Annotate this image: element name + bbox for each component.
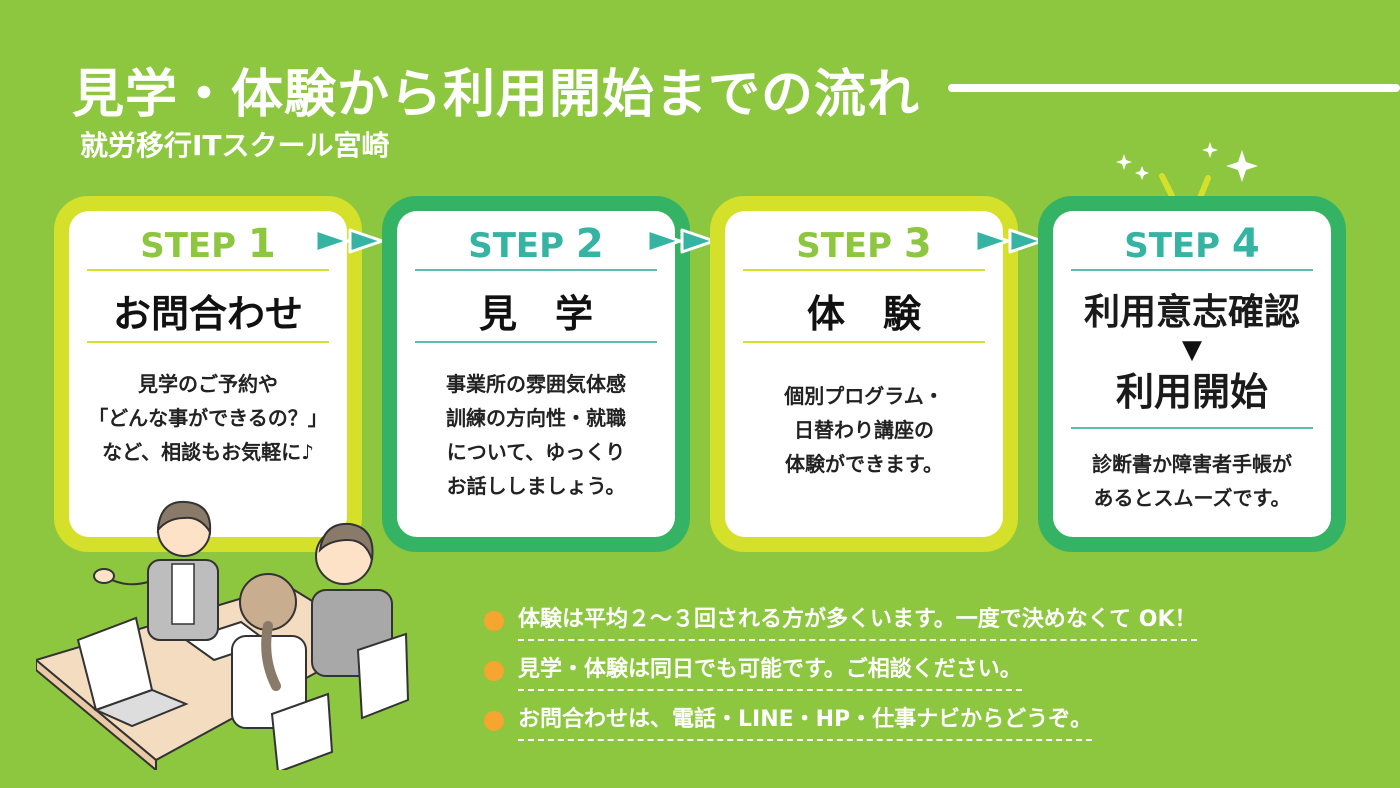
divider [743, 269, 985, 271]
bullet-icon [484, 661, 504, 681]
step-label: STEP 2 [468, 221, 604, 267]
step-description: 診断書か障害者手帳が あるとスムーズです。 [1092, 452, 1292, 510]
divider [415, 269, 657, 271]
bullet-icon [484, 711, 504, 731]
title-underline [948, 84, 1400, 92]
divider [415, 341, 657, 343]
notes-list: 体験は平均２～３回される方が多くいます。一度で決めなくて OK！ 見学・体験は同… [484, 596, 1197, 746]
divider [743, 341, 985, 343]
list-item: 体験は平均２～３回される方が多くいます。一度で決めなくて OK！ [484, 596, 1197, 646]
step-label: STEP 3 [796, 221, 932, 267]
list-item: お問合わせは、電話・LINE・HP・仕事ナビからどうぞ。 [484, 696, 1197, 746]
step-name-secondary: 利用開始 [1115, 370, 1268, 414]
down-triangle-icon: ▼ [1182, 335, 1202, 365]
step-label: STEP 4 [1124, 221, 1260, 267]
step-card-2: STEP 2 見 学 事業所の雰囲気体感 訓練の方向性・就職 について、ゆっくり… [382, 196, 690, 552]
page-title: 見学・体験から利用開始までの流れ [72, 65, 921, 125]
step-name: 見 学 [478, 292, 593, 336]
step-card-4: STEP 4 利用意志確認 ▼ 利用開始 診断書か障害者手帳が あるとスムーズで… [1038, 196, 1346, 552]
consultation-illustration [36, 500, 410, 770]
step-name: 利用意志確認 [1083, 292, 1300, 333]
bullet-icon [484, 611, 504, 631]
step-description: 個別プログラム・ 日替わり講座の 体験ができます。 [784, 384, 944, 476]
step-name: お問合わせ [112, 292, 303, 336]
divider [1071, 269, 1313, 271]
step-description: 事業所の雰囲気体感 訓練の方向性・就職 について、ゆっくり お話ししましょう。 [446, 372, 626, 498]
step-card-1: STEP 1 お問合わせ 見学のご予約や 「どんな事ができるの？」 など、相談も… [54, 196, 362, 552]
step-label: STEP 1 [140, 221, 276, 267]
divider [1071, 427, 1313, 429]
step-name: 体 験 [806, 292, 921, 336]
list-item: 見学・体験は同日でも可能です。ご相談ください。 [484, 646, 1197, 696]
step-card-3: STEP 3 体 験 個別プログラム・ 日替わり講座の 体験ができます。 [710, 196, 1018, 552]
page-subtitle: 就労移行ITスクール宮崎 [80, 129, 390, 162]
divider [87, 269, 329, 271]
step-description: 見学のご予約や 「どんな事ができるの？」 など、相談もお気軽に♪ [88, 372, 328, 464]
divider [87, 341, 329, 343]
